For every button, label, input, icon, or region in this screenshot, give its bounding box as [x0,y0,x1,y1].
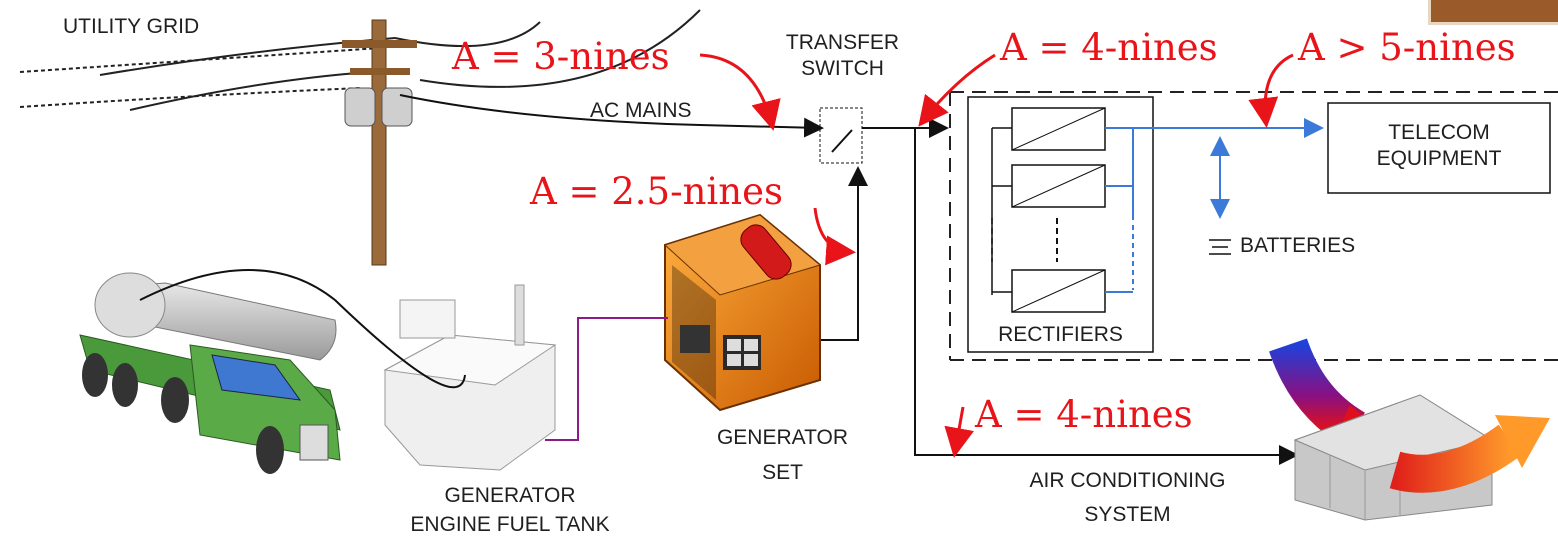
transfer-switch-label-line2: SWITCH [801,57,884,80]
rectifiers-label: RECTIFIERS [998,323,1123,346]
availability-ac-mains: A = 3-nines [452,35,670,78]
ac-feed-line [914,128,1299,465]
utility-grid-label: UTILITY GRID [63,15,200,38]
availability-air-conditioning: A = 4-nines [975,393,1193,436]
batteries-label: BATTERIES [1240,234,1356,257]
ac-mains-line [399,94,824,138]
availability-generator: A = 2.5-nines [530,170,783,213]
air-conditioning-label-line1: AIR CONDITIONING [1029,469,1226,492]
generator-set [664,213,822,412]
fuel-tank-label-line2: ENGINE FUEL TANK [410,513,610,536]
utility-pole [342,19,417,266]
annotation-arrows [699,53,1294,458]
ac-mains-label: AC MAINS [590,99,692,122]
corner-decoration [1428,0,1558,25]
air-conditioning-label-line2: SYSTEM [1084,503,1171,526]
fuel-truck [79,269,466,474]
generator-feed-line [818,166,868,341]
generator-set-label-line2: SET [762,461,803,484]
transfer-switch-label-line1: TRANSFER [785,31,900,54]
generator-set-label-line1: GENERATOR [716,426,849,449]
hot-air-arrow [1389,424,1522,493]
transfer-switch [819,107,949,164]
rectifier-module [992,107,1106,151]
telecom-label-line2: EQUIPMENT [1376,147,1502,170]
availability-rectifier-input: A = 4-nines [1000,26,1218,69]
utility-grid-wires [19,9,701,111]
battery-symbol [1209,239,1231,255]
power-plant-enclosure [949,91,1558,361]
fuel-tank-label-line1: GENERATOR [444,484,576,507]
dc-output-bus [1105,118,1324,293]
rectifier-cabinet [967,96,1154,353]
telecom-label-line1: TELECOM [1388,121,1490,144]
availability-dc-output: A > 5-nines [1298,26,1516,69]
fuel-tank [383,284,557,471]
telecom-equipment-box [1327,102,1551,194]
fuel-line [545,317,668,441]
